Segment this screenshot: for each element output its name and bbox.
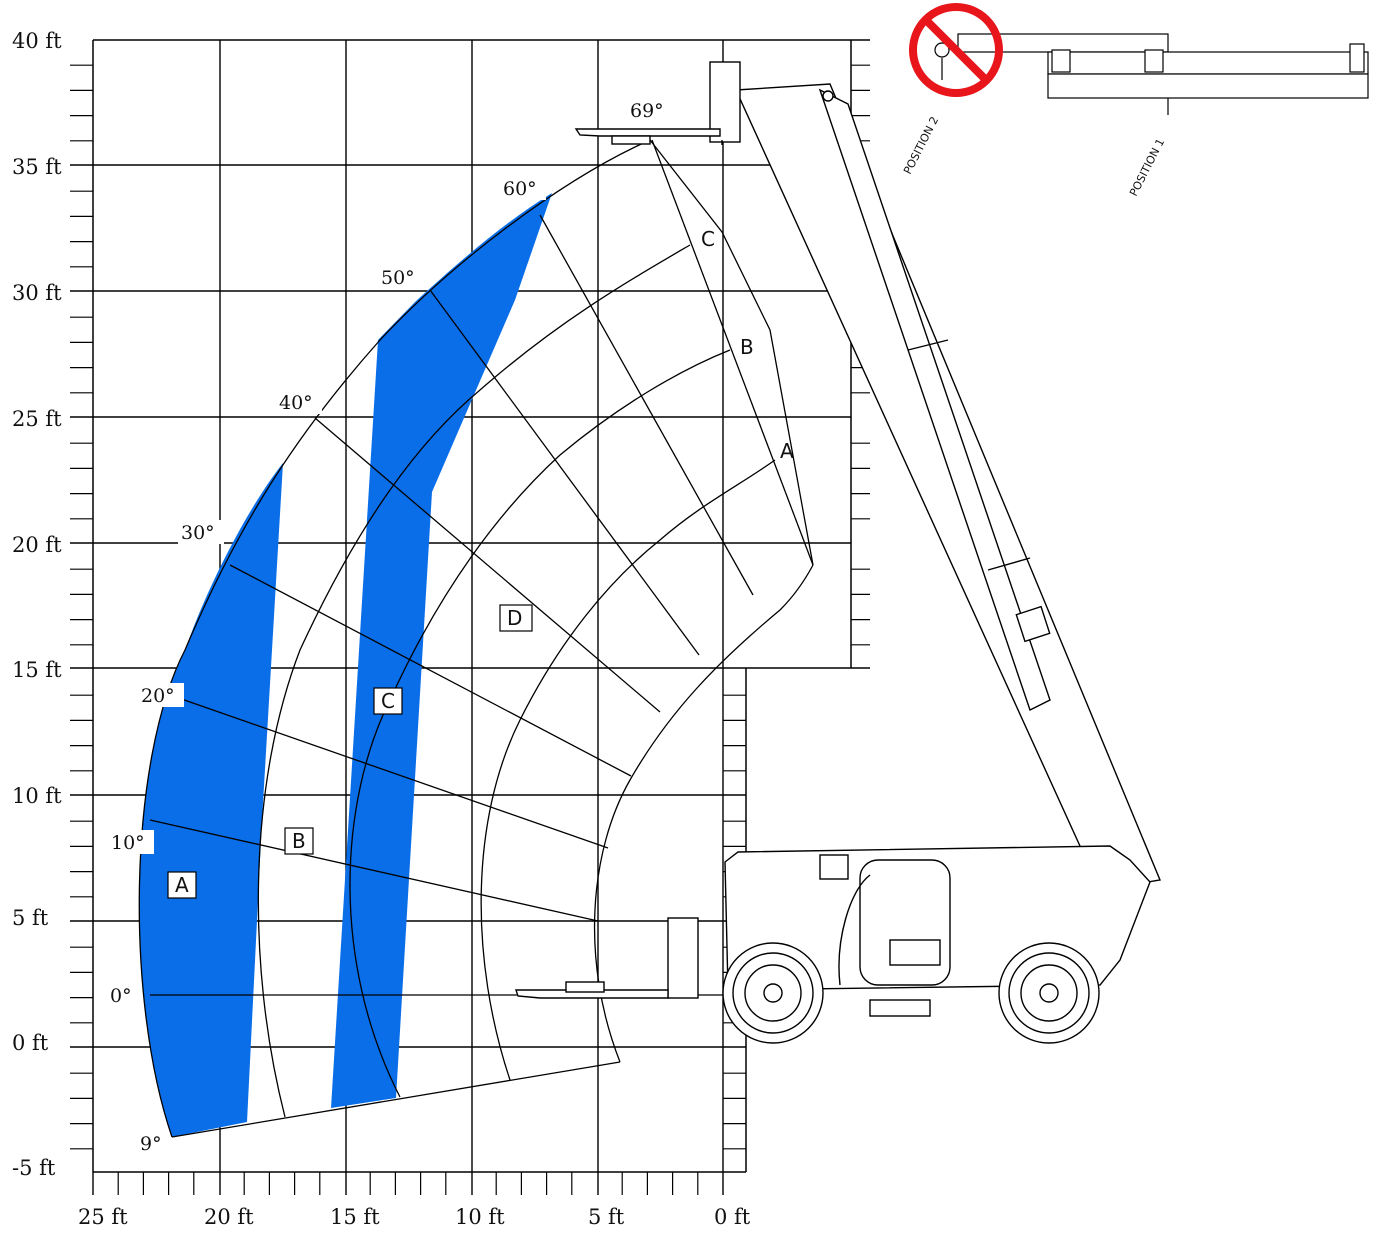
x-tick-label: 15 ft xyxy=(330,1205,380,1229)
y-tick-label: 0 ft xyxy=(12,1031,49,1055)
x-tick-label: 10 ft xyxy=(455,1205,505,1229)
position-2-label: POSITION 2 xyxy=(901,114,941,176)
angle-label-0: 0° xyxy=(110,985,132,1007)
x-tick-label: 0 ft xyxy=(714,1205,751,1229)
y-tick-label: 25 ft xyxy=(12,407,62,431)
angle-label-69: 69° xyxy=(630,100,664,122)
angle-rays xyxy=(149,139,814,922)
angle-label-60: 60° xyxy=(503,178,537,200)
fork-position-inset xyxy=(934,33,1369,115)
no-symbol-icon xyxy=(909,3,1003,97)
angle-label-40: 40° xyxy=(279,392,313,414)
extension-marks: C B A xyxy=(701,227,794,463)
extension-mark-c: C xyxy=(701,227,715,251)
y-tick-label: 20 ft xyxy=(12,533,62,557)
range-arcs xyxy=(138,139,814,1138)
y-tick-label: 5 ft xyxy=(12,906,49,930)
zone-c-area xyxy=(331,193,552,1108)
x-axis-labels: 25 ft 20 ft 15 ft 10 ft 5 ft 0 ft xyxy=(78,1205,751,1229)
y-tick-label: -5 ft xyxy=(12,1156,56,1180)
y-tick-label: 10 ft xyxy=(12,784,62,808)
zone-a-area xyxy=(139,463,283,1137)
zone-label-d: D xyxy=(507,606,522,630)
extension-mark-a: A xyxy=(780,439,794,463)
angle-label-30: 30° xyxy=(181,522,215,544)
x-tick-label: 20 ft xyxy=(204,1205,254,1229)
boom-angle-labels: 69° 60° 50° 40° 30° 20° 10° 0° 9° xyxy=(107,98,677,1156)
y-tick-label: 30 ft xyxy=(12,281,62,305)
x-tick-label: 5 ft xyxy=(588,1205,625,1229)
zone-label-a: A xyxy=(175,873,189,897)
y-tick-label: 35 ft xyxy=(12,155,62,179)
angle-label-20: 20° xyxy=(141,685,175,707)
telehandler-icon xyxy=(515,61,1161,1044)
y-axis-labels: 40 ft 35 ft 30 ft 25 ft 20 ft 15 ft 10 f… xyxy=(12,29,62,1180)
x-tick-label: 25 ft xyxy=(78,1205,128,1229)
angle-label-50: 50° xyxy=(381,267,415,289)
zones xyxy=(139,193,552,1137)
y-tick-label: 40 ft xyxy=(12,29,62,53)
angle-label-neg9: 9° xyxy=(140,1133,162,1155)
extension-mark-b: B xyxy=(740,335,754,359)
y-tick-label: 15 ft xyxy=(12,658,62,682)
zone-label-c: C xyxy=(381,689,395,713)
zone-label-b: B xyxy=(292,829,306,853)
angle-label-10: 10° xyxy=(111,832,145,854)
position-1-label: POSITION 1 xyxy=(1127,136,1167,198)
zone-labels: A B C D xyxy=(167,604,533,899)
position-labels: POSITION 2 POSITION 1 xyxy=(901,114,1167,198)
